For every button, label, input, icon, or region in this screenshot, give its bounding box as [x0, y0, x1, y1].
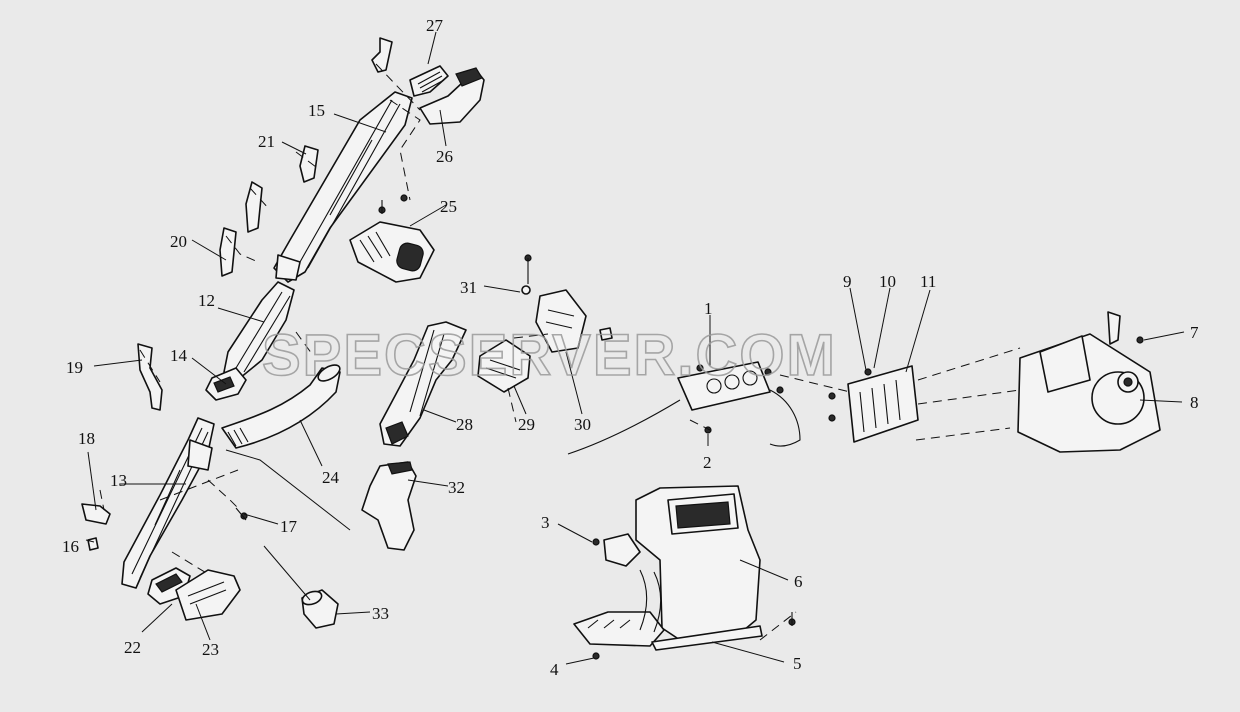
- assembly-lines: [99, 63, 1021, 641]
- bracket-top: [371, 37, 393, 73]
- label-16: 16: [62, 537, 79, 556]
- label-11: 11: [920, 272, 936, 291]
- filter-11: [847, 365, 919, 443]
- label-5: 5: [793, 654, 802, 673]
- label-30: 30: [574, 415, 591, 434]
- main-duct-assembly: [121, 91, 413, 605]
- label-1: 1: [704, 299, 713, 318]
- label-22: 22: [124, 638, 141, 657]
- label-31: 31: [460, 278, 477, 297]
- label-12: 12: [198, 291, 215, 310]
- label-32: 32: [448, 478, 465, 497]
- outlets: [175, 65, 587, 629]
- label-10: 10: [879, 272, 896, 291]
- bracket-mid: [245, 181, 263, 233]
- label-7: 7: [1190, 323, 1199, 342]
- label-13: 13: [110, 471, 127, 490]
- blower-8: [1017, 311, 1161, 453]
- watermark: SPECSERVER.COM: [262, 323, 837, 388]
- bracket-21: [299, 145, 319, 183]
- bracket-18: [81, 503, 111, 525]
- actuator-29: [477, 339, 531, 393]
- control-panel-1: [567, 361, 801, 455]
- callout-labels: 1 2 3 4 5 6 7 8 9 10 11 12 13 14 15 16 1…: [62, 16, 1199, 679]
- label-19: 19: [66, 358, 83, 377]
- grille-27: [409, 65, 449, 97]
- label-29: 29: [518, 415, 535, 434]
- label-23: 23: [202, 640, 219, 659]
- plate-30: [535, 289, 587, 353]
- label-26: 26: [436, 147, 453, 166]
- label-20: 20: [170, 232, 187, 251]
- leader-lines: [85, 31, 1185, 665]
- heater-unit-6: [573, 485, 763, 651]
- bracket-20: [219, 227, 237, 277]
- duct-28: [379, 321, 467, 447]
- label-3: 3: [541, 513, 550, 532]
- label-17: 17: [280, 517, 298, 536]
- label-14: 14: [170, 346, 188, 365]
- label-21: 21: [258, 132, 275, 151]
- bracket-19: [137, 343, 163, 411]
- label-24: 24: [322, 468, 340, 487]
- label-28: 28: [456, 415, 473, 434]
- label-8: 8: [1190, 393, 1199, 412]
- label-18: 18: [78, 429, 95, 448]
- label-2: 2: [703, 453, 712, 472]
- clip-16: [87, 537, 99, 551]
- label-15: 15: [308, 101, 325, 120]
- hose-24: [221, 367, 341, 449]
- label-27: 27: [426, 16, 444, 35]
- duct-32: [361, 461, 417, 551]
- fasteners: [87, 194, 1144, 660]
- label-33: 33: [372, 604, 389, 623]
- label-4: 4: [550, 660, 559, 679]
- brackets: [81, 37, 393, 525]
- label-25: 25: [440, 197, 457, 216]
- label-9: 9: [843, 272, 852, 291]
- label-6: 6: [794, 572, 803, 591]
